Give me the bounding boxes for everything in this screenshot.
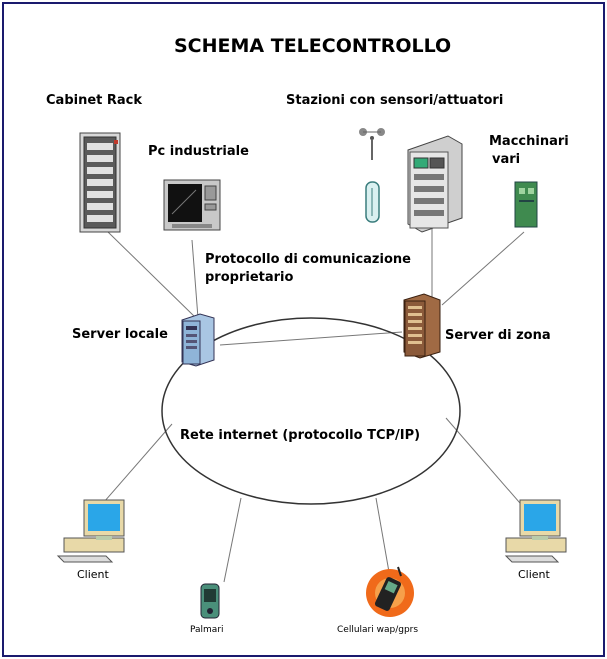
- line-rack-server: [107, 231, 197, 319]
- label-server-zona: Server di zona: [445, 328, 551, 343]
- macchinari-icon: [514, 181, 538, 228]
- label-cellulari: Cellulari wap/gprs: [337, 625, 419, 635]
- sensor-capsule-icon: [365, 181, 380, 223]
- anemometer-icon: [359, 128, 385, 160]
- line-servers: [219, 331, 403, 346]
- label-client-right: Client: [518, 568, 550, 581]
- network-ellipse: [161, 317, 461, 505]
- server-zona-icon: [403, 293, 441, 359]
- label-cabinet-rack: Cabinet Rack: [46, 93, 143, 108]
- label-stazioni: Stazioni con sensori/attuatori: [286, 93, 504, 108]
- line-pc-server: [191, 239, 199, 319]
- line-cellulari: [375, 497, 390, 573]
- client-left-icon: [56, 499, 125, 563]
- line-client-right: [445, 417, 527, 511]
- label-server-locale: Server locale: [72, 327, 168, 342]
- label-rete: Rete internet (protocollo TCP/IP): [180, 428, 421, 443]
- server-locale-icon: [181, 313, 215, 367]
- pc-industriale-icon: [163, 179, 221, 231]
- connector-lines: [96, 225, 527, 583]
- cellulari-icon: [366, 566, 414, 617]
- cabinet-rack-icon: [79, 132, 121, 233]
- station-cabinet-icon: [407, 135, 463, 233]
- diagram-title: SCHEMA TELECONTROLLO: [174, 35, 452, 57]
- label-protocollo-1: Protocollo di comunicazione: [205, 252, 411, 267]
- palmari-icon: [200, 583, 220, 619]
- label-palmari: Palmari: [190, 625, 224, 635]
- line-client-left: [96, 423, 173, 511]
- label-protocollo-2: proprietario: [205, 270, 294, 285]
- label-client-left: Client: [77, 568, 109, 581]
- client-right-icon: [504, 499, 567, 563]
- line-palmari: [223, 497, 242, 583]
- line-macchinari-serverzona: [441, 231, 525, 306]
- label-macchinari-2: vari: [492, 152, 521, 167]
- label-pc-industriale: Pc industriale: [148, 144, 249, 159]
- label-macchinari-1: Macchinari: [489, 134, 569, 149]
